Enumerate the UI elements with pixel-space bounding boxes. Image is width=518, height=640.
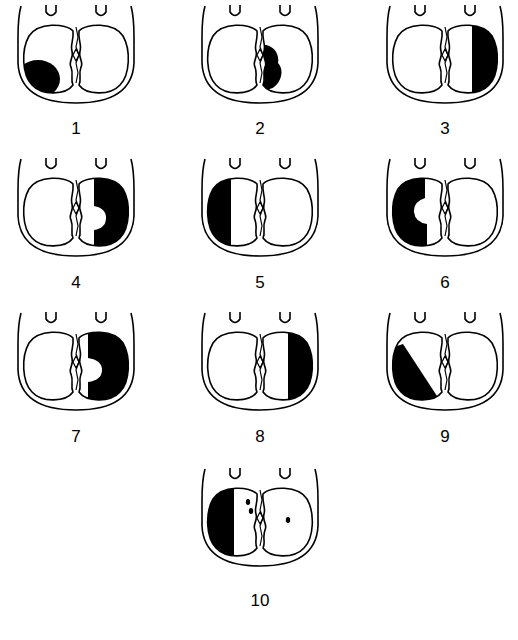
figure-number: 6 [440,274,449,291]
figure-number: 7 [71,428,80,445]
figure-number: 4 [71,274,80,291]
figure-number: 9 [440,428,449,445]
figure-number: 3 [440,120,449,137]
figure-number: 8 [255,428,264,445]
figure-number: 2 [255,120,264,137]
figure-number: 10 [251,592,270,609]
figure-number: 1 [71,120,80,137]
figure-number: 5 [255,274,264,291]
